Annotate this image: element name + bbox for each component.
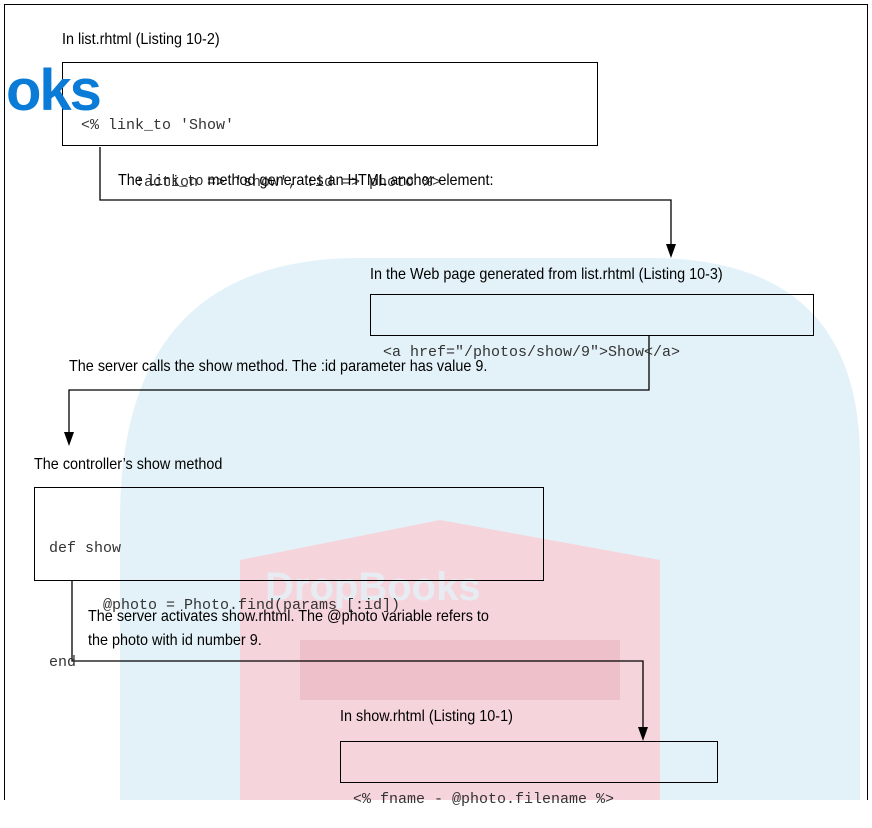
step3-code: <a href="/photos/show/9">Show</a> (383, 344, 681, 361)
step3-code-box: <a href="/photos/show/9">Show</a> (370, 294, 814, 361)
step5-code-box: def show @photo = Photo.find(params [:id… (34, 487, 544, 671)
step5-label: The controller’s show method (34, 456, 223, 473)
step6-label-line-2: the photo with id number 9. (88, 632, 262, 649)
step7-code-box: <% fname - @photo.filename %> (340, 741, 718, 808)
step5-code-line-1: def show (49, 540, 122, 557)
step1-code-line-1: <% link_to 'Show' (81, 117, 235, 134)
step7-label: In show.rhtml (Listing 10-1) (340, 708, 513, 725)
step3-label: In the Web page generated from list.rhtm… (370, 266, 723, 283)
step5-code-line-2: @photo = Photo.find(params [:id]) (49, 597, 401, 614)
step2-label-post: method generates an HTML anchor element: (203, 172, 494, 189)
step1-label: In list.rhtml (Listing 10-2) (62, 31, 220, 48)
step2-label: The link_to method generates an HTML anc… (118, 172, 494, 190)
step6-label-line-1: The server activates show.rhtml. The @ph… (88, 608, 489, 625)
step1-code-line-2: :action => 'show', :id => photo %> (81, 174, 442, 191)
diagram-frame (4, 4, 868, 800)
step1-code-box: <% link_to 'Show' :action => 'show', :id… (62, 62, 598, 191)
step5-code-line-3: end (49, 654, 77, 671)
step2-label-pre: The (118, 172, 147, 189)
step4-label: The server calls the show method. The :i… (69, 358, 488, 375)
step2-label-code: link_to (146, 173, 204, 190)
watermark-overlay-text: oks (6, 58, 102, 123)
